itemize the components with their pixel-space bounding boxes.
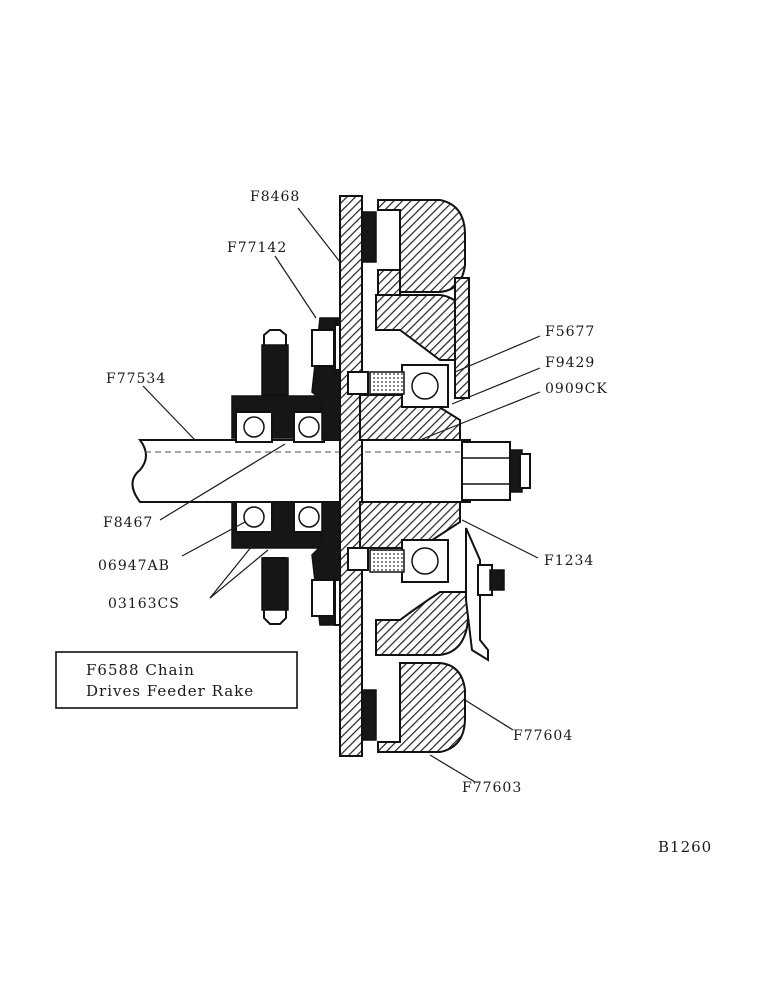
drive-plate [339,195,377,757]
label-03163CS: 03163CS [108,596,180,612]
leader-lines [142,207,541,783]
label-F1234: F1234 [544,553,594,569]
right-bearings [369,364,449,583]
label-F5677: F5677 [545,324,595,340]
mounting-bracket [465,527,505,662]
label-F77604: F77604 [513,728,573,744]
left-bearings [235,411,325,533]
clutch-rim-lower [375,591,469,753]
label-F8467: F8467 [103,515,153,531]
label-F77534: F77534 [106,371,166,387]
label-06947AB: 06947AB [98,558,170,574]
note-box: F6588 Chain Drives Feeder Rake [55,651,298,709]
label-F9429: F9429 [545,355,595,371]
figure-id: B1260 [658,838,712,856]
label-F8468: F8468 [250,189,300,205]
label-F77603: F77603 [462,780,522,796]
label-0909CK: 0909CK [545,381,608,397]
note-line-2: Drives Feeder Rake [86,682,254,700]
note-line-1: F6588 Chain [86,661,195,679]
label-F77142: F77142 [227,240,287,256]
clutch-rim-upper [375,199,470,399]
center-hub [347,371,461,571]
shaft [131,439,531,503]
